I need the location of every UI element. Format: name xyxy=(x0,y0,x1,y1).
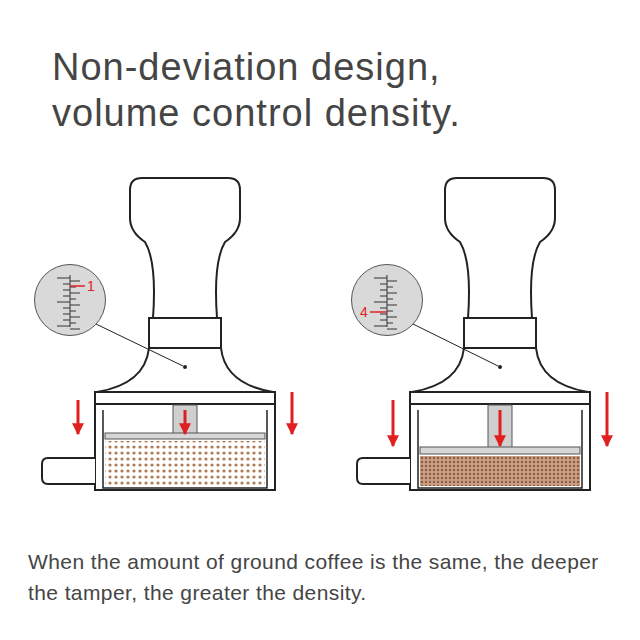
leader-line xyxy=(413,324,498,366)
magnifier-circle: 4 xyxy=(351,264,423,336)
title: Non-deviation design, volume control den… xyxy=(52,44,552,136)
scale-ticks xyxy=(35,265,107,337)
magnifier-circle: 1 xyxy=(34,264,106,336)
leader-line xyxy=(96,324,183,366)
scale-number: 4 xyxy=(360,305,368,319)
scale-number: 1 xyxy=(87,279,95,293)
scale-ticks xyxy=(352,265,424,337)
caption: When the amount of ground coffee is the … xyxy=(28,546,624,608)
